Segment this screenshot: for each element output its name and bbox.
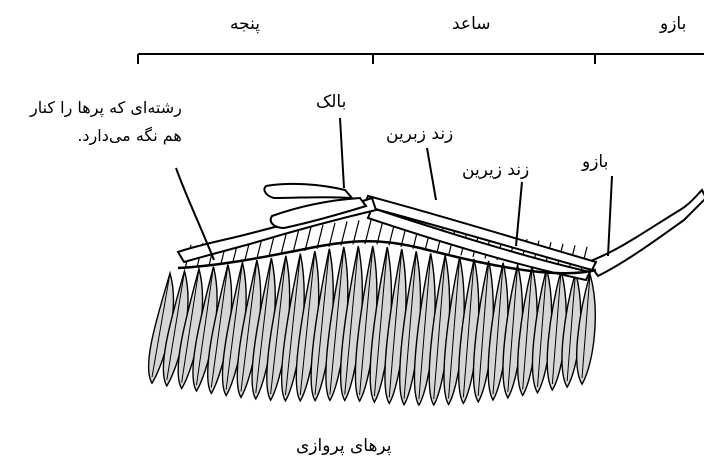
humerus-leader [608, 176, 612, 256]
segment-label-upper-arm: بازو [660, 14, 686, 34]
segment-label-forearm: ساعد [452, 14, 491, 34]
alula-feathers [264, 184, 352, 198]
radius-leader [516, 182, 522, 246]
humerus-label: بازو [582, 152, 608, 172]
humerus-bone [588, 190, 704, 276]
segment-ruler [138, 54, 704, 64]
alula-leader [340, 118, 344, 188]
ulna-label: زند زبرین [386, 124, 453, 144]
flight-feathers-caption: پرهای پروازی [296, 436, 392, 456]
ulna-bone [364, 196, 596, 270]
tendon-note-line1: رشته‌ای که پرها را کنار [30, 94, 182, 122]
alula-label: بالک [316, 92, 346, 112]
radius-label: زند زیرین [462, 160, 529, 180]
tendon-note: رشته‌ای که پرها را کنار هم نگه می‌دارد. [30, 94, 182, 150]
ulna-leader [427, 148, 436, 200]
tendon-note-line2: هم نگه می‌دارد. [30, 122, 182, 150]
segment-label-hand: پنجه [230, 14, 260, 34]
